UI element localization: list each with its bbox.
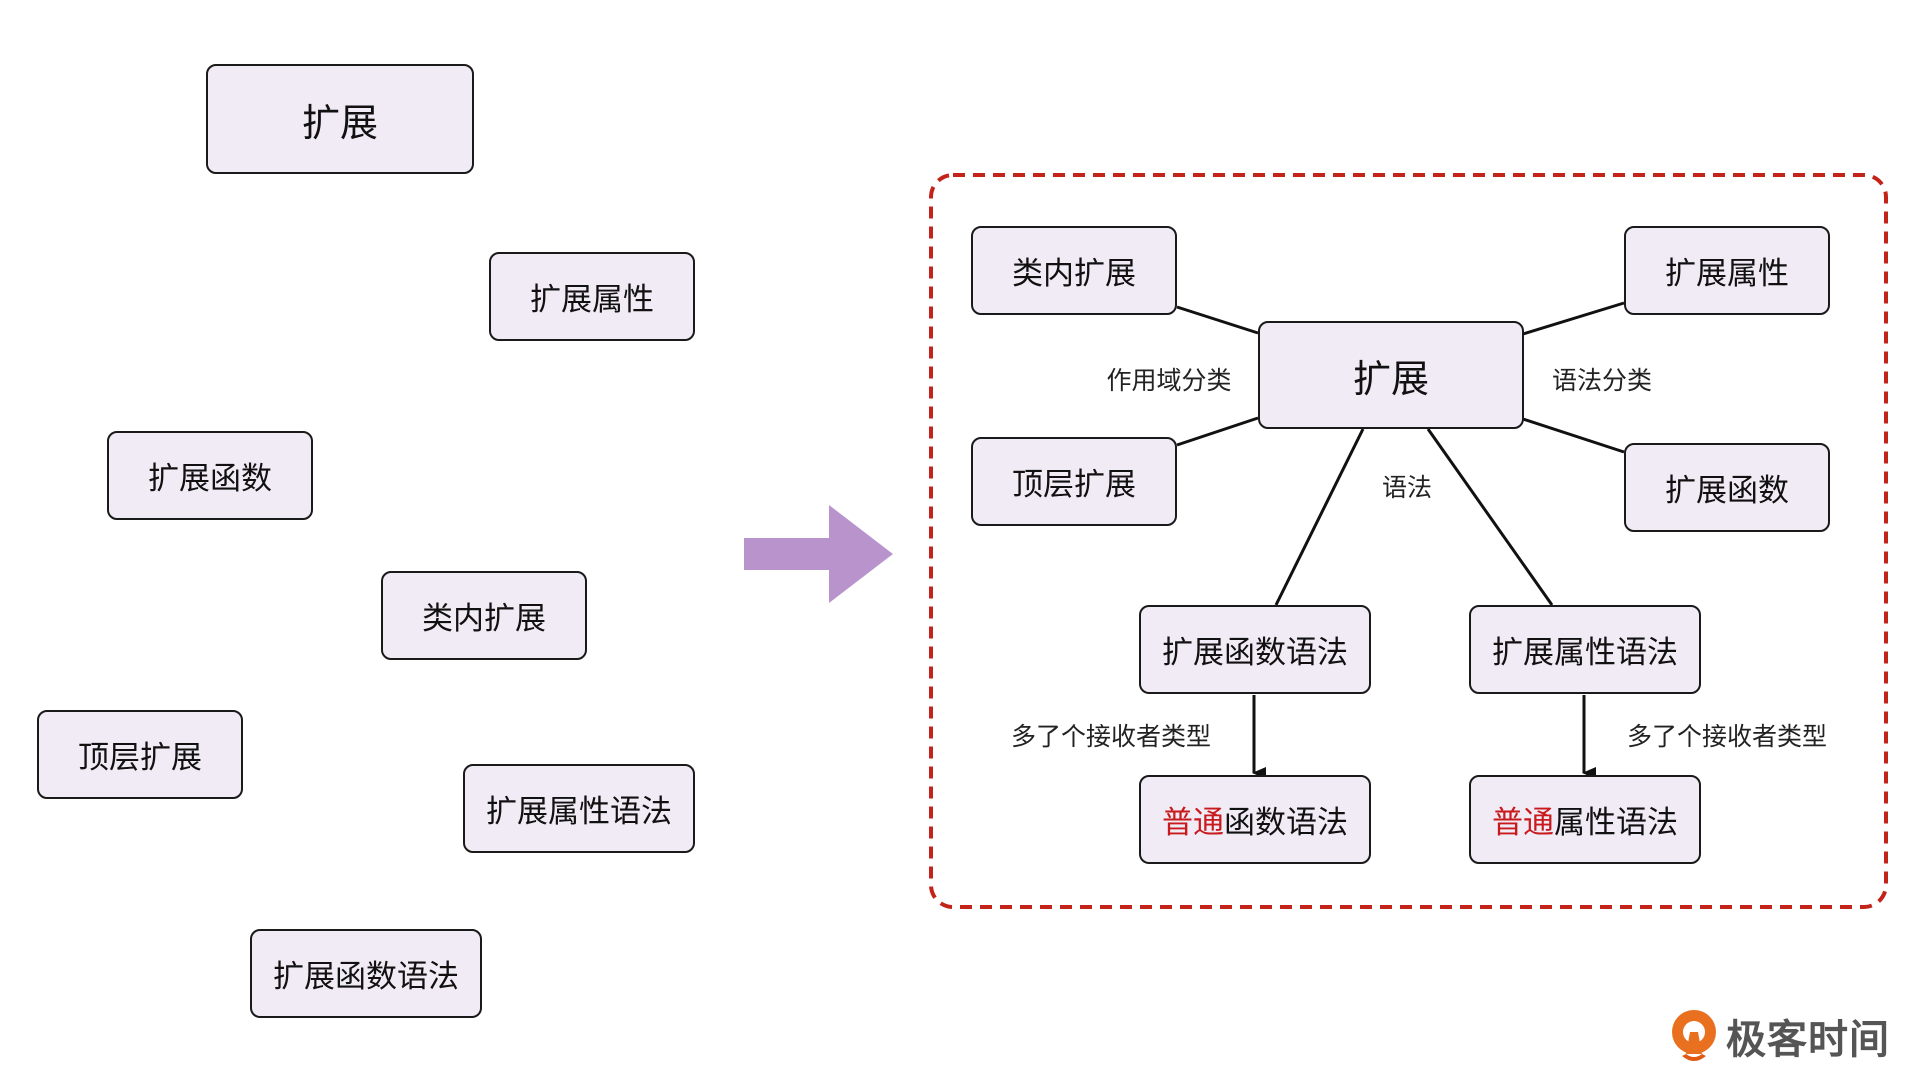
edge-label-scope-classification: 作用域分类 xyxy=(1106,366,1232,395)
edge-center-func-syntax xyxy=(1274,428,1365,606)
node-normal-property-syntax: 普通属性语法 xyxy=(1469,775,1701,864)
node-text: 函数语法 xyxy=(1224,805,1348,841)
scattered-node-extension-property-syntax: 扩展属性语法 xyxy=(463,764,695,853)
node-extension-function-syntax: 扩展函数语法 xyxy=(1139,605,1371,694)
scattered-node-extension: 扩展 xyxy=(206,64,474,174)
highlight-frame xyxy=(929,173,1888,909)
node-extension-function: 扩展函数 xyxy=(1624,443,1830,532)
edge-label-syntax-classification: 语法分类 xyxy=(1551,366,1653,395)
brand-name: 极客时间 xyxy=(1726,1017,1890,1063)
edge-center-top-level xyxy=(1176,416,1259,447)
center-node-extension: 扩展 xyxy=(1258,321,1524,429)
highlight-text: 普通 xyxy=(1162,805,1224,841)
scattered-node-top-level-extension: 顶层扩展 xyxy=(37,710,243,799)
node-text: 属性语法 xyxy=(1554,805,1678,841)
brand-logo: 极客时间 xyxy=(1668,1006,1890,1066)
edge-center-ext-prop xyxy=(1522,301,1625,336)
scattered-node-in-class-extension: 类内扩展 xyxy=(381,571,587,660)
node-in-class-extension: 类内扩展 xyxy=(971,226,1177,315)
scattered-node-extension-function-syntax: 扩展函数语法 xyxy=(250,929,482,1018)
node-extension-property-syntax: 扩展属性语法 xyxy=(1469,605,1701,694)
edge-center-prop-syntax xyxy=(1426,428,1554,606)
highlight-text: 普通 xyxy=(1492,805,1554,841)
edge-label-receiver-type-right: 多了个接收者类型 xyxy=(1626,722,1828,751)
edge-label-syntax: 语法 xyxy=(1381,473,1433,502)
edge-label-receiver-type-left: 多了个接收者类型 xyxy=(1010,722,1212,751)
node-normal-function-syntax: 普通函数语法 xyxy=(1139,775,1371,864)
edge-center-in-class xyxy=(1176,305,1259,335)
node-extension-property: 扩展属性 xyxy=(1624,226,1830,315)
scattered-node-extension-property: 扩展属性 xyxy=(489,252,695,341)
scattered-node-extension-function: 扩展函数 xyxy=(107,431,313,520)
right-arrow-icon xyxy=(744,505,893,603)
node-top-level-extension: 顶层扩展 xyxy=(971,437,1177,526)
geektime-logo-icon xyxy=(1672,1010,1716,1061)
edge-center-ext-func xyxy=(1522,417,1625,454)
